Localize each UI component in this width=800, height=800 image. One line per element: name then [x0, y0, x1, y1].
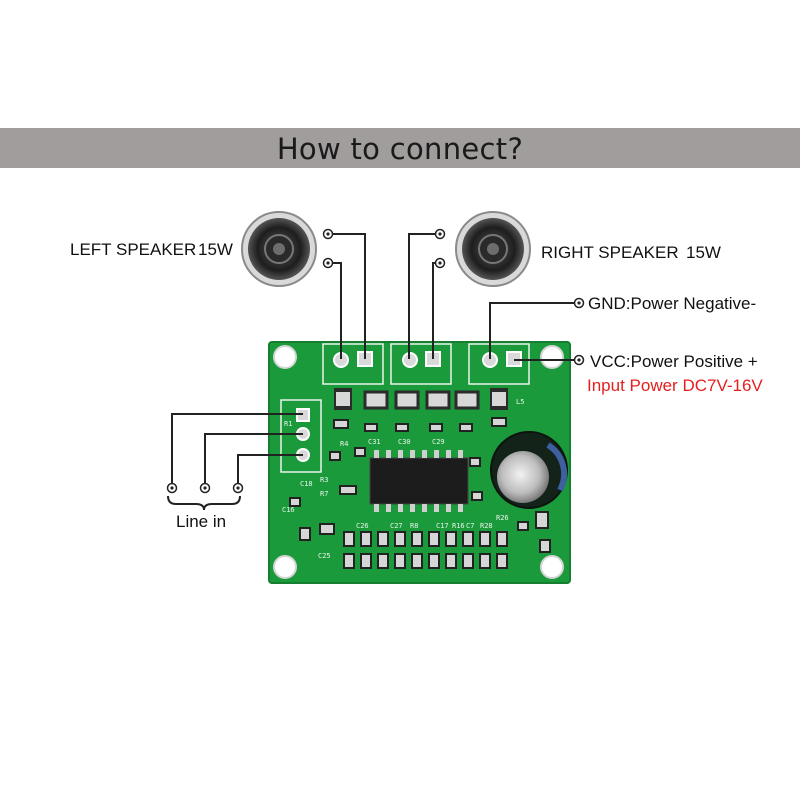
line-in-label: Line in	[176, 512, 227, 531]
left-speaker-label: LEFT SPEAKER	[70, 240, 197, 259]
terminal-marker-icons	[166, 228, 585, 494]
marking-c30: C30	[398, 438, 411, 446]
marking-c25: C25	[318, 552, 331, 560]
marking-c16: C16	[282, 506, 295, 514]
title-banner	[0, 128, 800, 168]
marking-c26: C26	[356, 522, 369, 530]
right-speaker-terminal-1-icon	[434, 228, 446, 240]
marking-c31: C31	[368, 438, 381, 446]
marking-r7: R7	[320, 490, 328, 498]
right-speaker-label: RIGHT SPEAKER	[541, 243, 679, 262]
left-speaker-terminal-2-icon	[322, 257, 334, 269]
left-speaker-power: 15W	[198, 240, 233, 259]
electrolytic-capacitor	[490, 431, 568, 509]
wiring	[167, 233, 577, 511]
marking-r8: R8	[410, 522, 418, 530]
page-title: How to connect?	[276, 132, 524, 166]
line-in-terminal-2-icon	[199, 482, 211, 494]
marking-c27: C27	[390, 522, 403, 530]
marking-c17: C17	[436, 522, 449, 530]
marking-c29: C29	[432, 438, 445, 446]
amplifier-ic	[369, 450, 469, 512]
gnd-terminal-icon	[573, 297, 585, 309]
vcc-terminal-icon	[573, 354, 585, 366]
marking-r4: R4	[340, 440, 348, 448]
marking-c18: C18	[300, 480, 313, 488]
input-power-label: Input Power DC7V-16V	[587, 376, 763, 395]
vcc-label: VCC:Power Positive +	[590, 352, 758, 371]
board-markings: C31 C30 C29 R4 R3 R7 R1 C18 C16 C25 C26 …	[282, 398, 524, 560]
marking-r3: R3	[320, 476, 328, 484]
marking-r26: R26	[496, 514, 509, 522]
left-speaker-terminal-1-icon	[322, 228, 334, 240]
marking-r16: R16	[452, 522, 465, 530]
left-speaker-icon	[241, 211, 317, 287]
marking-l5: L5	[516, 398, 524, 406]
amplifier-board	[268, 341, 571, 584]
marking-r28: R28	[480, 522, 493, 530]
right-speaker-terminal-2-icon	[434, 257, 446, 269]
right-speaker-icon	[455, 211, 531, 287]
marking-r1: R1	[284, 420, 292, 428]
right-speaker-power: 15W	[686, 243, 721, 262]
line-in-terminal-1-icon	[166, 482, 178, 494]
line-in-terminal-3-icon	[232, 482, 244, 494]
gnd-label: GND:Power Negative-	[588, 294, 757, 313]
marking-c7: C7	[466, 522, 474, 530]
